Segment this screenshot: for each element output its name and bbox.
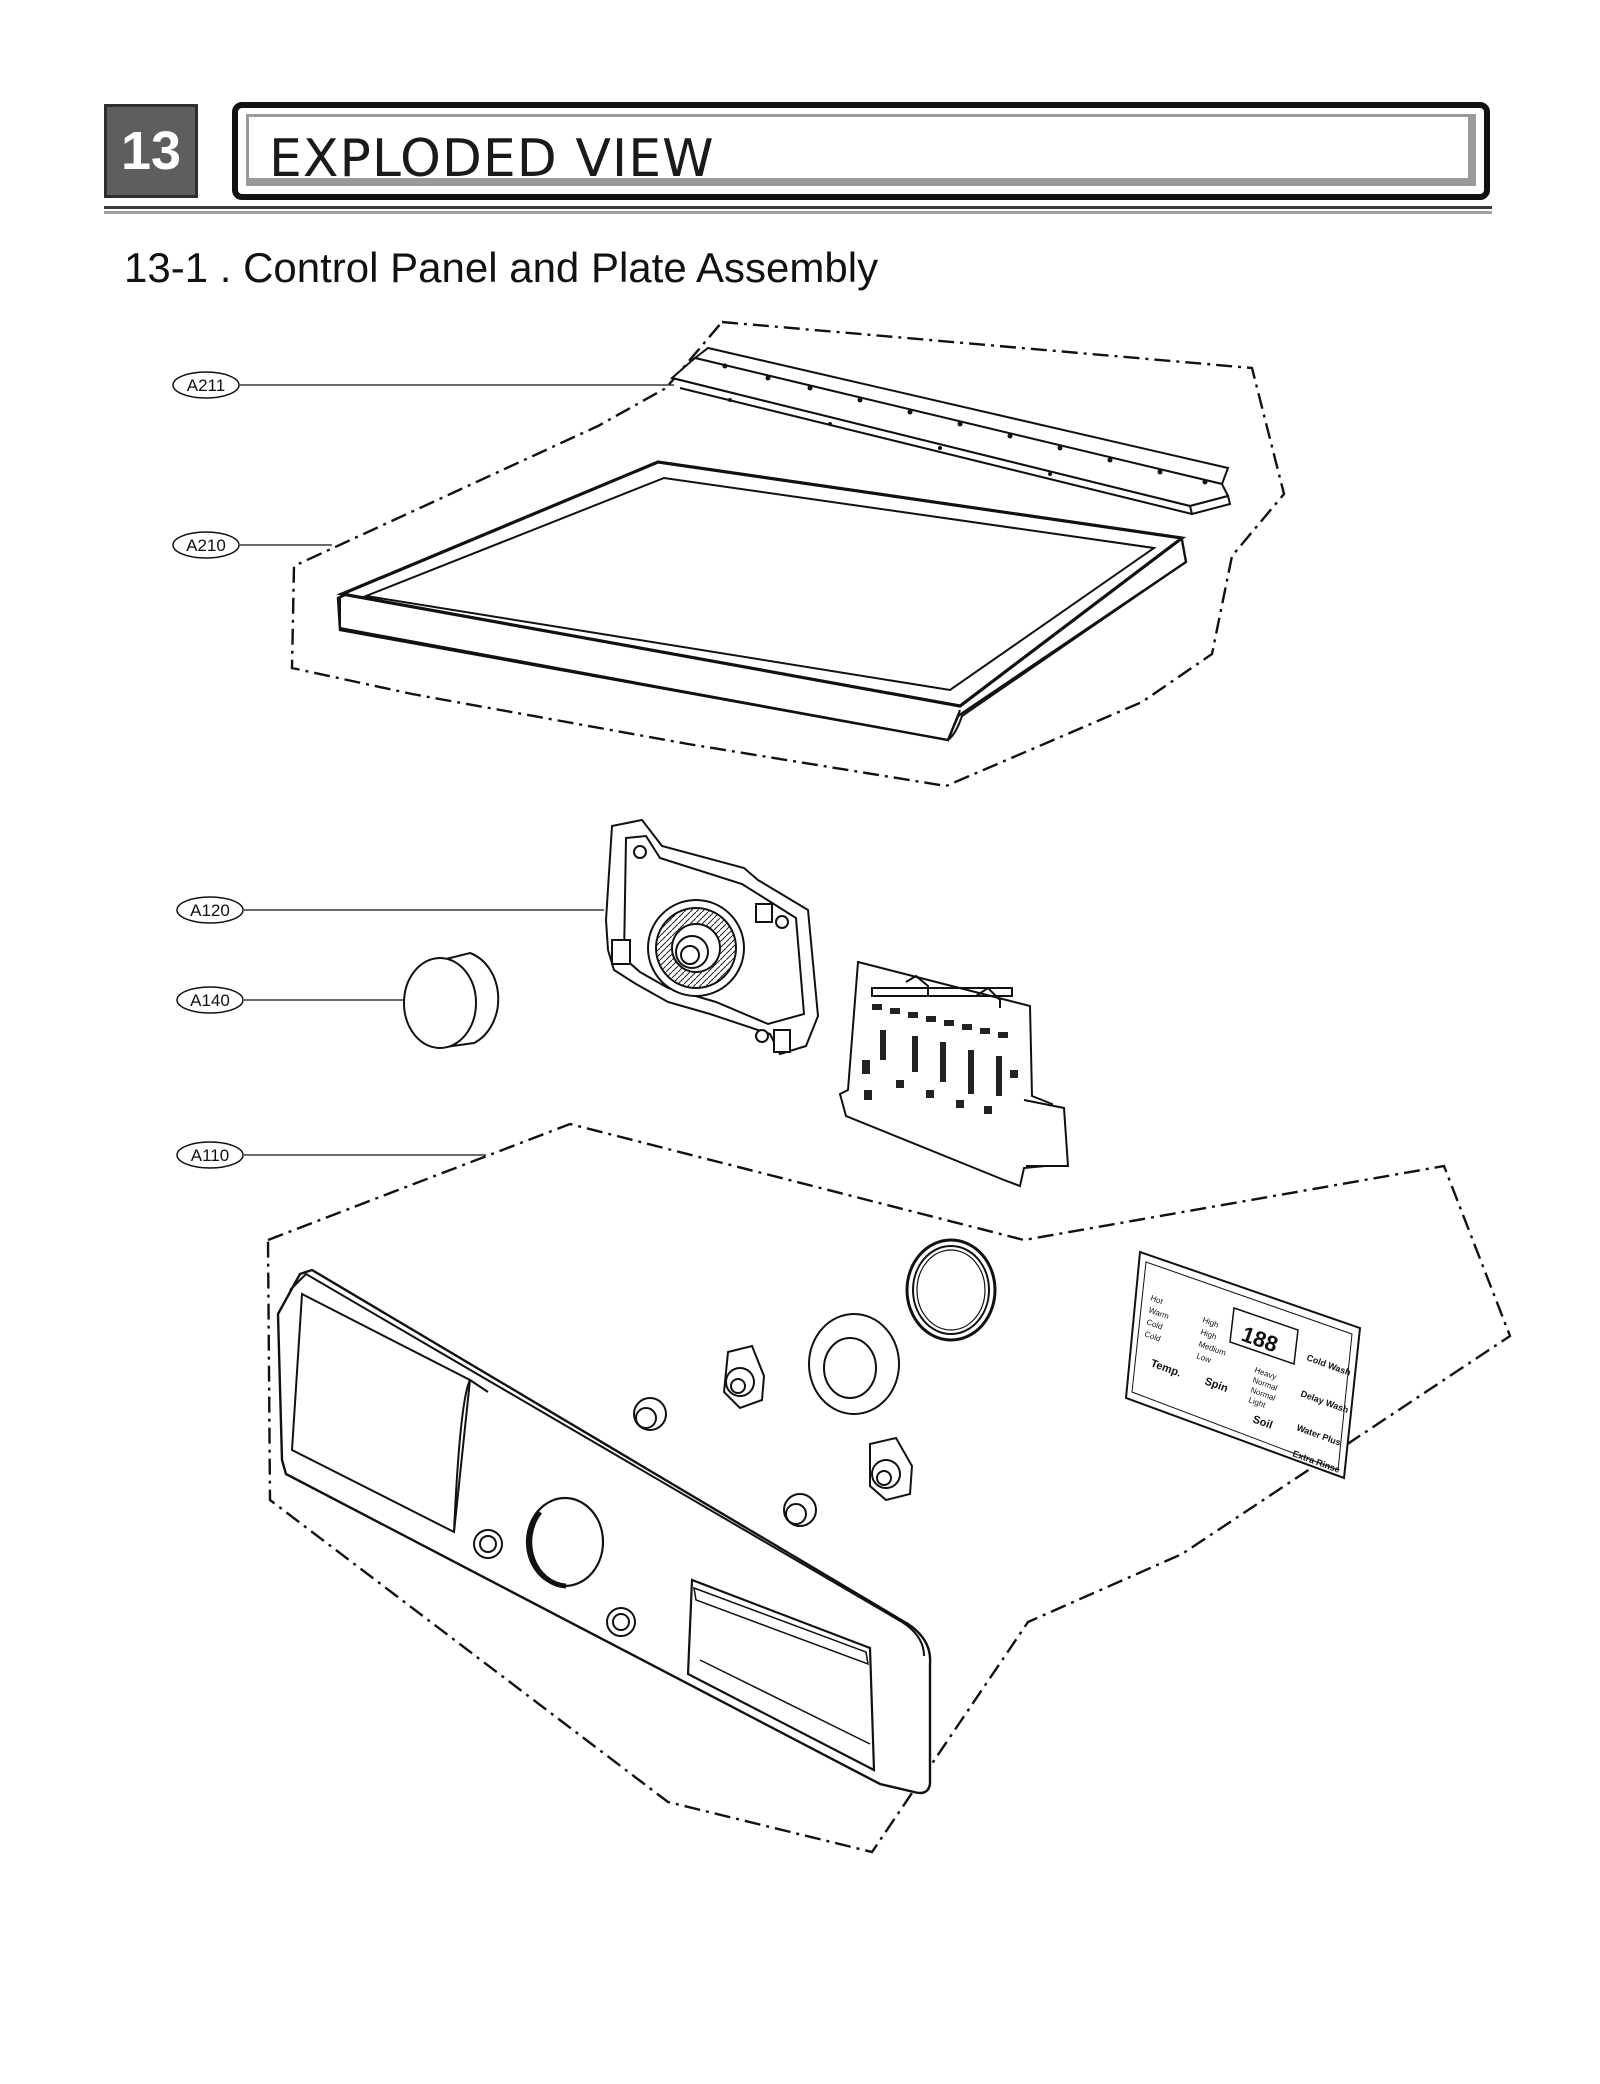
control-pcb-part [838, 960, 1070, 1188]
chapter-number-badge: 13 [104, 104, 198, 198]
section-title: 13-1 . Control Panel and Plate Assembly [124, 244, 879, 291]
display-label-part [1124, 1250, 1362, 1480]
chapter-number: 13 [120, 121, 182, 181]
chapter-title: EXPLODED VIEW [269, 129, 715, 189]
callout-a140: A140 [176, 986, 404, 1014]
chapter-title-frame: EXPLODED VIEW [232, 102, 1490, 200]
dial-knob-part [403, 951, 500, 1049]
callout-a120-bubble [176, 896, 244, 924]
top-rail-part [669, 346, 1232, 516]
callout-a211: A211 [172, 371, 674, 399]
callout-a211-bubble [172, 371, 240, 399]
callout-a110: A110 [176, 1141, 486, 1169]
top-rail-holes [722, 363, 1208, 485]
callout-a210-label: A210 [186, 536, 226, 555]
group-boundary-top-plate [290, 320, 1286, 788]
pcb-components [862, 1004, 1018, 1114]
chapter-title-inner: EXPLODED VIEW [246, 114, 1476, 189]
callout-a120: A120 [176, 896, 604, 924]
callout-a210: A210 [172, 531, 332, 559]
callout-a210-bubble [172, 531, 240, 559]
callout-a140-label: A140 [190, 991, 230, 1010]
callout-a110-bubble [176, 1141, 244, 1169]
temp-option-1: Hot [1149, 1293, 1165, 1306]
callout-a211-label: A211 [187, 376, 225, 395]
callout-a140-bubble [176, 986, 244, 1014]
top-plate-part [336, 460, 1188, 742]
control-panel-part [276, 1268, 932, 1795]
control-bracket-part [604, 818, 820, 1056]
group-boundary-control-panel [266, 1122, 1512, 1854]
callout-a110-label: A110 [191, 1146, 229, 1165]
panel-buttons-part [633, 1238, 997, 1527]
callout-a120-label: A120 [190, 901, 230, 920]
header-rule-shadow [104, 211, 1492, 214]
header-rule [104, 206, 1492, 209]
